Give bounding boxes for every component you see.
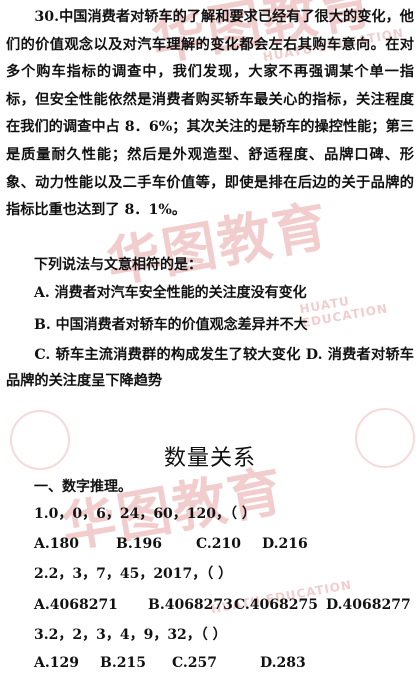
option[interactable]: C.4068275: [234, 597, 318, 613]
section-title: 数量关系: [163, 446, 256, 471]
watermark-seal-icon: [10, 410, 70, 470]
option[interactable]: A.180: [34, 536, 79, 552]
question-3-stem: 3.2，2，3，4，9，32，（ ）: [34, 627, 227, 643]
option[interactable]: D.4068277: [326, 597, 411, 613]
option-b[interactable]: B. 中国消费者对轿车的价值观念差异并不大: [34, 317, 308, 333]
option[interactable]: C.210: [196, 536, 241, 552]
option[interactable]: B.215: [100, 655, 146, 671]
option[interactable]: D.216: [262, 536, 308, 552]
question-2-stem: 2.2，3，7，45，2017，（ ）: [34, 566, 233, 582]
section-subtitle: 一、数字推理。: [34, 479, 132, 495]
passage-text: 中国消费者对轿车的了解和要求已经有了很大的变化，他们的价值观念以及对汽车理解的变…: [6, 9, 414, 219]
watermark-text: HUATU EDUCATION: [298, 293, 389, 331]
watermark-seal-icon: [355, 408, 415, 468]
question-number: 30.: [34, 9, 60, 25]
question-30-passage: 30.中国消费者对轿车的了解和要求已经有了很大的变化，他们的价值观念以及对汽车理…: [6, 4, 414, 225]
question-1-stem: 1.0，0，6，24，60，120，（ ）: [34, 506, 256, 522]
option[interactable]: B.4068273: [148, 597, 233, 613]
option[interactable]: D.283: [260, 655, 306, 671]
option[interactable]: A.4068271: [34, 597, 118, 613]
option-c-d[interactable]: C. 轿车主流消费群的构成发生了较大变化 D. 消费者对轿车品牌的关注度呈下降趋…: [6, 347, 414, 389]
option[interactable]: C.257: [172, 655, 217, 671]
question-prompt: 下列说法与文意相符的是：: [34, 257, 202, 273]
option[interactable]: B.196: [116, 536, 162, 552]
option-a[interactable]: A. 消费者对汽车安全性能的关注度没有变化: [34, 285, 307, 301]
option[interactable]: A.129: [34, 655, 79, 671]
